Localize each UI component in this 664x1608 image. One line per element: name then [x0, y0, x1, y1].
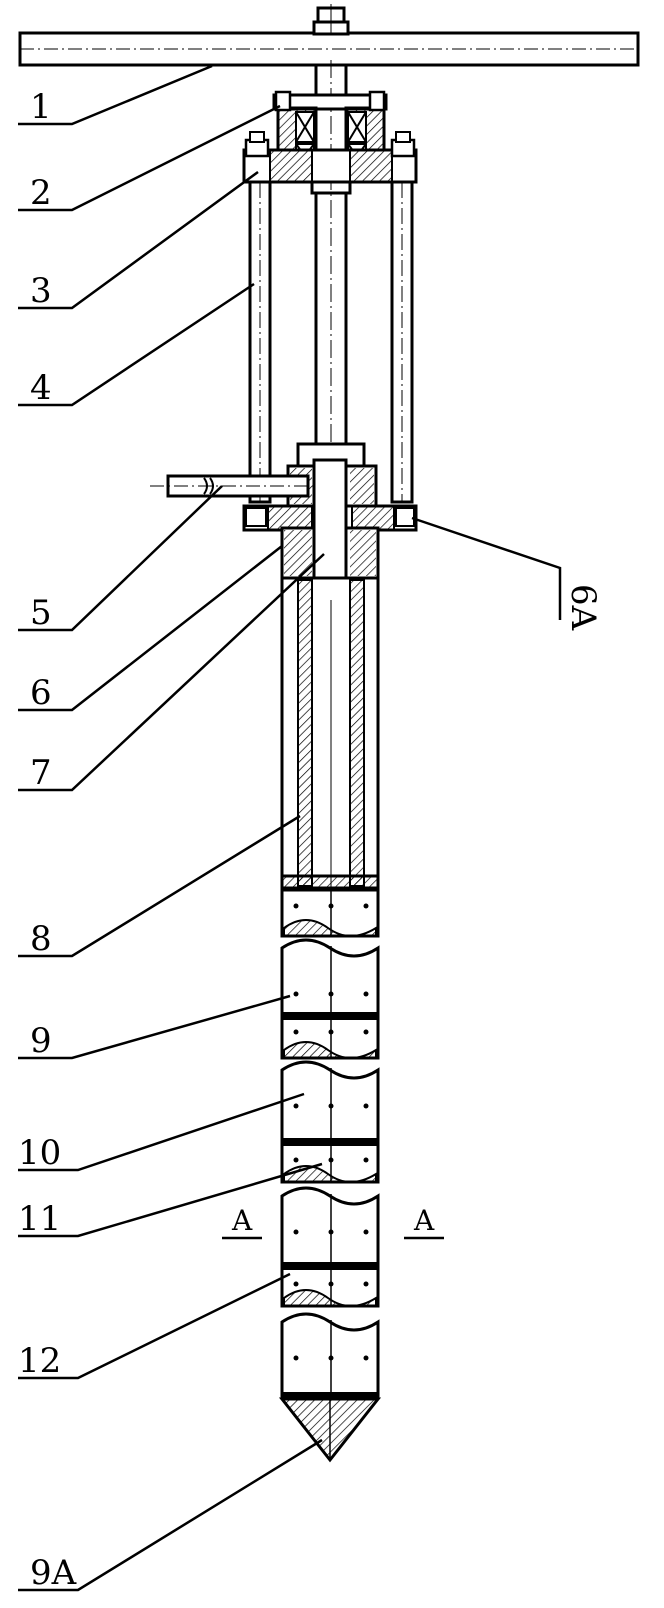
segment-2 [280, 938, 380, 1060]
callout-3: 3 [30, 271, 52, 311]
screw-tube [280, 576, 380, 892]
callout-9a-bottom: 9A [30, 1553, 77, 1593]
segment-5 [280, 1312, 380, 1400]
callout-10: 10 [18, 1133, 61, 1173]
callout-9: 9 [30, 1021, 52, 1061]
guide-rods [248, 180, 414, 504]
segment-4 [280, 1186, 380, 1308]
top-nut [312, 4, 350, 36]
section-mark-right: A [413, 1204, 435, 1237]
callout-12: 12 [18, 1341, 61, 1381]
callout-5: 5 [30, 593, 52, 633]
handle-bar [18, 31, 640, 67]
callout-6a: 6A [563, 584, 603, 631]
segment-3 [280, 1060, 380, 1184]
callout-8: 8 [30, 919, 52, 959]
callout-1: 1 [30, 87, 52, 127]
callout-6: 6 [30, 673, 52, 713]
callout-2: 2 [30, 173, 52, 213]
callout-labels: 1 2 3 4 5 6 7 8 9 10 11 12 9A 6A A A [18, 87, 603, 1593]
callout-4: 4 [30, 368, 52, 408]
side-pin [150, 474, 318, 498]
callout-11: 11 [18, 1199, 61, 1239]
top-flange [242, 131, 418, 184]
segment-1 [280, 888, 380, 938]
section-mark-left: A [231, 1204, 253, 1237]
conical-tip [278, 1397, 382, 1463]
callout-7: 7 [30, 753, 52, 793]
leader-lines [18, 64, 562, 1592]
